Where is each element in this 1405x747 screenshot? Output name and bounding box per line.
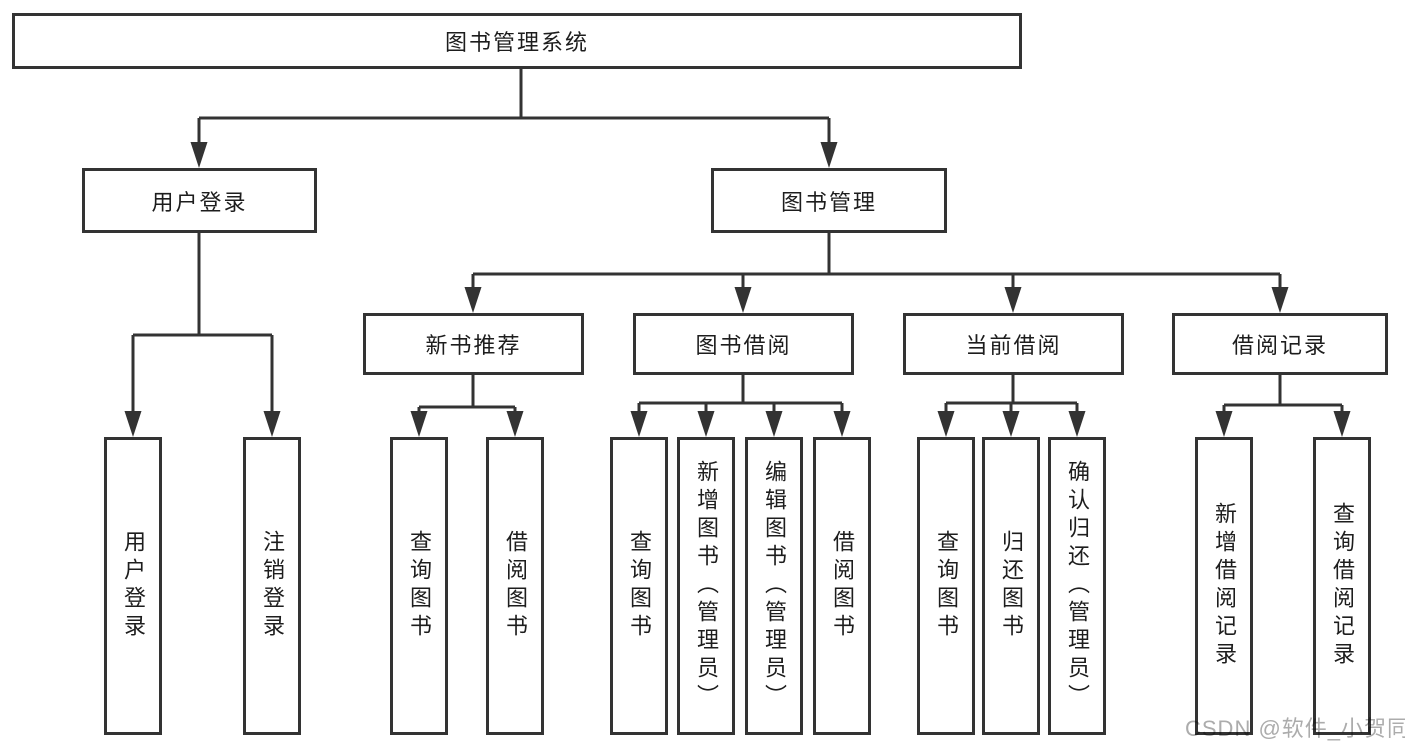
connector-book-management-split	[464, 233, 1289, 313]
connector-current-split	[937, 375, 1086, 437]
node-logout-login: 注销登录	[243, 437, 301, 735]
connector-borrow-split	[630, 375, 851, 437]
node-borrowing-records: 借阅记录	[1172, 313, 1388, 375]
node-borrow-books-recommend: 借阅图书	[486, 437, 544, 735]
node-user-login-leaf: 用户登录	[104, 437, 162, 735]
connector-root-split	[190, 69, 838, 168]
node-new-book-recommend: 新书推荐	[363, 313, 584, 375]
connector-user-login-split	[124, 233, 281, 437]
watermark: CSDN @软件_小贺同学	[1185, 716, 1405, 741]
node-edit-books-admin: 编辑图书（管理员）	[745, 437, 803, 735]
node-query-books-recommend: 查询图书	[390, 437, 448, 735]
node-return-books: 归还图书	[982, 437, 1040, 735]
node-add-borrow-record: 新增借阅记录	[1195, 437, 1253, 735]
node-book-management-branch: 图书管理	[711, 168, 947, 233]
node-borrow-books-borrow: 借阅图书	[813, 437, 871, 735]
node-library-system: 图书管理系统	[12, 13, 1022, 69]
node-user-login-branch: 用户登录	[82, 168, 317, 233]
node-add-books-admin: 新增图书（管理员）	[677, 437, 735, 735]
node-confirm-return-admin: 确认归还（管理员）	[1048, 437, 1106, 735]
node-current-borrowing: 当前借阅	[903, 313, 1124, 375]
connector-records-split	[1215, 375, 1351, 437]
connector-recommend-split	[410, 375, 524, 437]
node-query-borrow-record: 查询借阅记录	[1313, 437, 1371, 735]
node-query-books-current: 查询图书	[917, 437, 975, 735]
node-book-borrowing: 图书借阅	[633, 313, 854, 375]
node-query-books-borrow: 查询图书	[610, 437, 668, 735]
